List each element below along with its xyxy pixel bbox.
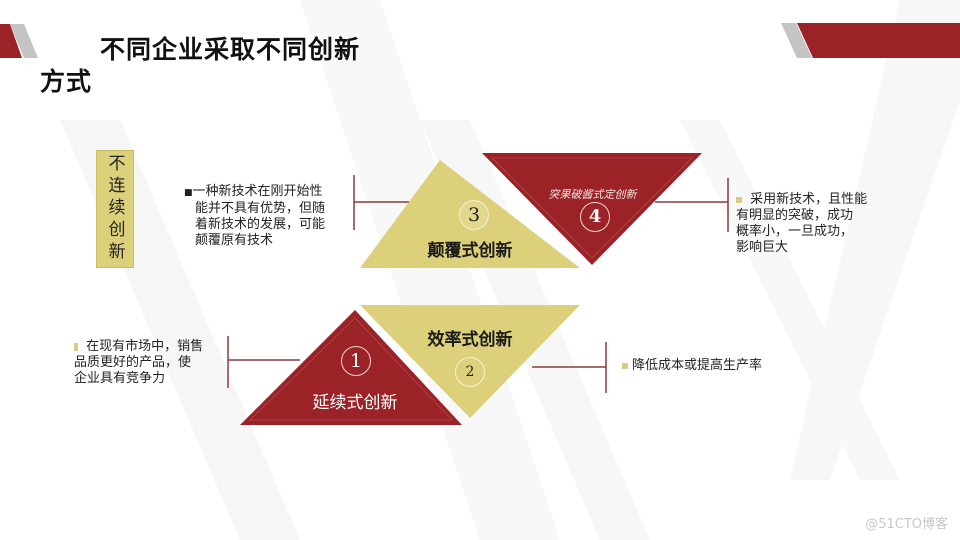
header-accent-gray-left: [10, 24, 38, 58]
triangle-4-label: 突果破酱式定创新: [548, 188, 637, 201]
number-4-badge: 4: [580, 202, 610, 232]
square-bullet-icon: ■: [184, 188, 193, 198]
watermark: @51CTO博客: [865, 517, 948, 532]
sustaining-description: 在现有市场中，销售 品质更好的产品，使 企业具有竞争力: [74, 339, 204, 386]
square-bullet-icon: [736, 196, 742, 203]
disruptive-description: ■一种新技术在刚开始性 能并不具有优势，但随 着新技术的发展，可能 颠覆原有技术: [184, 184, 326, 248]
number-2-badge: 2: [455, 357, 485, 387]
bg-stripe: [300, 0, 560, 540]
number-1-badge: 1: [341, 346, 371, 376]
number-3-badge: 3: [459, 200, 489, 230]
slide-title-continued: 方式: [40, 67, 93, 96]
header-accent-red-left: [0, 24, 22, 58]
category-label-box: 不连续创新: [96, 150, 134, 268]
bg-stripe: [680, 120, 900, 480]
bullet-icon: [74, 342, 78, 351]
square-bullet-icon: [622, 362, 628, 369]
header-accent-red-right: [797, 23, 960, 58]
efficiency-description: 降低成本或提高生产率: [622, 358, 822, 374]
slide-title: 不同企业采取不同创新: [100, 35, 361, 64]
triangle-1-label: 延续式创新: [312, 393, 398, 413]
breakthrough-description: 采用新技术，且性能 有明显的突破，成功 概率小，一旦成功， 影响巨大: [736, 192, 868, 255]
category-label: 不连续创新: [104, 154, 125, 264]
triangle-2-label: 效率式创新: [427, 330, 513, 350]
triangle-3-label: 颠覆式创新: [427, 241, 513, 261]
header-accent-gray-right: [781, 23, 812, 58]
